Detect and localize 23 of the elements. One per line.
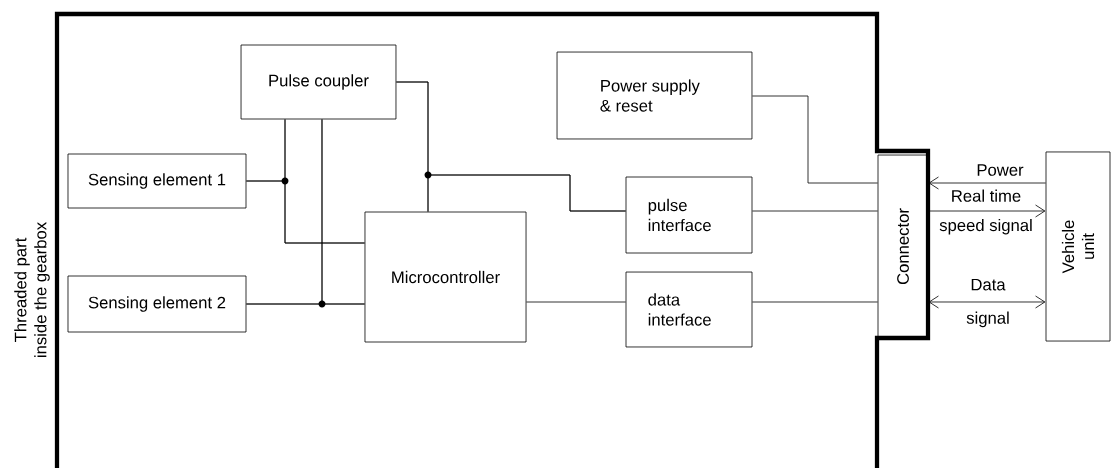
connector-line bbox=[526, 301, 626, 303]
connector-line bbox=[284, 119, 365, 244]
connector-box: Connector bbox=[877, 154, 929, 339]
process-box: Microcontroller bbox=[364, 211, 527, 343]
process-box: data interface bbox=[625, 271, 753, 348]
arrow bbox=[928, 295, 1046, 309]
process-box: Sensing element 1 bbox=[67, 153, 247, 209]
edge-label: Power bbox=[977, 164, 1024, 176]
process-box: Power supply & reset bbox=[556, 51, 753, 140]
arrow bbox=[928, 176, 1046, 190]
edge-label: Real time speed signal bbox=[939, 189, 1032, 235]
process-box: Pulse coupler bbox=[240, 44, 397, 120]
connector-line bbox=[321, 119, 365, 305]
vehicle-unit-box: Vehicle unit bbox=[1045, 151, 1111, 342]
housing-label: Threaded part inside the gearbox bbox=[14, 222, 50, 357]
connector-line bbox=[427, 174, 626, 212]
process-box: pulse interface bbox=[625, 176, 753, 254]
edge-label: Data signal bbox=[966, 278, 1009, 328]
connector-line bbox=[752, 95, 878, 184]
connector-line bbox=[752, 210, 878, 212]
connector-line bbox=[752, 301, 878, 303]
process-box: Sensing element 2 bbox=[67, 275, 247, 333]
arrow bbox=[928, 204, 1046, 218]
